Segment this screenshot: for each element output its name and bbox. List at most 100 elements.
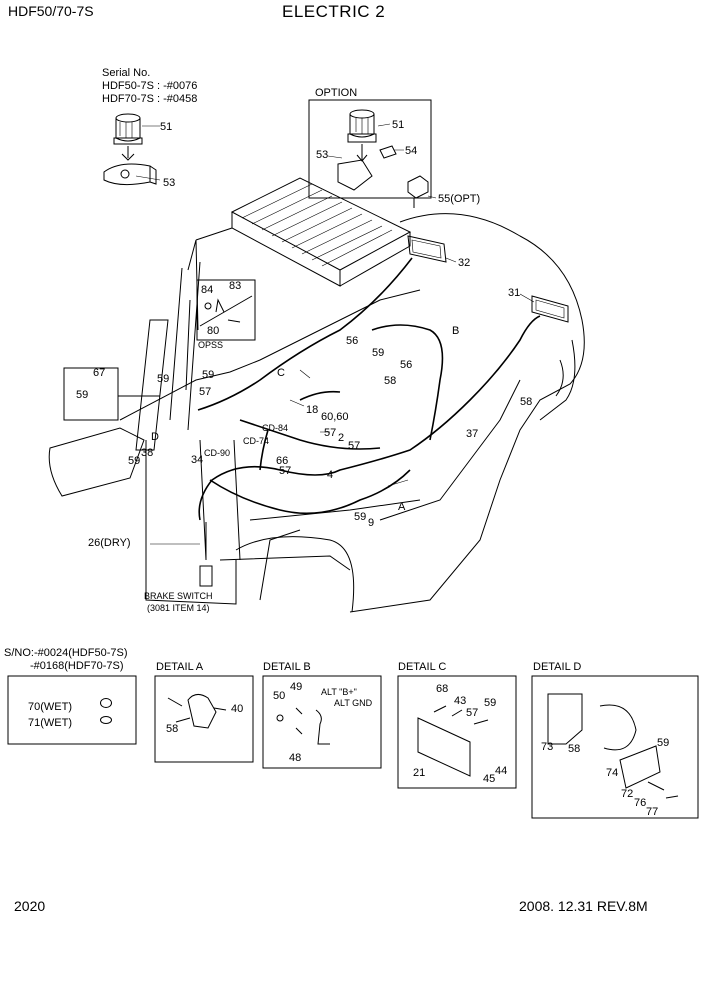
callout-cd84: CD-84 [262,423,289,433]
detail-b-alt-gnd: ALT GND [334,698,373,708]
callout-80: 80 [207,325,220,337]
leader-lines [135,123,535,545]
detail-c-68: 68 [436,683,449,695]
wiring-harness [197,257,541,587]
detail-c-45: 45 [483,773,496,785]
page-number: 2020 [14,898,46,914]
callout-84: 84 [201,284,214,296]
detail-b-part-icon [276,707,330,745]
model-label: HDF50/70-7S [8,3,94,19]
detail-a-58: 58 [166,723,179,735]
callout-66: 66 [276,455,289,467]
detail-c-part-icon [417,705,489,777]
callout-34: 34 [191,454,204,466]
detail-d-58: 58 [568,743,581,755]
sno-item-70: 70(WET) [28,701,72,713]
callout-26: 26(DRY) [88,537,131,549]
detail-a-part-icon [167,694,227,729]
detail-d-77: 77 [646,806,659,818]
date-revision: 2008. 12.31 REV.8M [519,898,648,914]
callout-56b: 56 [400,359,413,371]
beacon-option-icon [308,99,432,199]
serial-line-2: HDF70-7S : -#0458 [102,93,198,105]
detail-b-alt-b: ALT "B+" [321,687,357,697]
callout-59c: 59 [157,373,170,385]
callout-32: 32 [458,257,471,269]
callout-59a: 59 [372,347,385,359]
sno-item-71: 71(WET) [28,717,72,729]
callout-38: 38 [141,447,154,459]
detail-d-73: 73 [541,741,554,753]
sno-line-1: S/NO:-#0024(HDF50-7S) [4,647,128,659]
callout-18: 18 [306,404,319,416]
detail-c-57: 57 [466,707,479,719]
detail-d-76: 76 [634,797,647,809]
detail-b-50: 50 [273,690,286,702]
callout-cd90: CD-90 [204,448,231,458]
callout-57c: 57 [348,440,361,452]
washer-icon [100,698,112,708]
callout-59f: 59 [354,511,367,523]
detail-b-49: 49 [290,681,303,693]
callout-D: D [151,431,159,443]
detail-c-44: 44 [495,765,508,777]
callout-83: 83 [229,280,242,292]
callout-56a: 56 [346,335,359,347]
washer-icon [100,716,112,724]
opss-inset [196,279,256,341]
detail-boxes [7,675,699,819]
callout-59b: 59 [76,389,89,401]
serial-line-1: HDF50-7S : -#0076 [102,80,198,92]
callout-2: 2 [338,432,345,444]
callout-31: 31 [508,287,521,299]
truck-body-outline [119,213,585,613]
detail-b-48: 48 [289,752,302,764]
detail-d-title: DETAIL D [533,661,582,673]
detail-a-40: 40 [231,703,244,715]
callout-37: 37 [466,428,479,440]
detail-c-21: 21 [413,767,426,779]
seat-and-bracket [48,319,169,497]
callout-51a: 51 [160,121,173,133]
beacon-lamp-icon [103,113,157,186]
detail-c-59: 59 [484,697,497,709]
callout-58a: 58 [384,375,397,387]
sensor-55-icon [407,175,429,208]
option-label: OPTION [315,87,358,99]
overhead-guard [169,177,412,431]
detail-a-title: DETAIL A [156,661,204,673]
detail-d-72: 72 [621,788,634,800]
detail-b-title: DETAIL B [263,661,311,673]
serial-label: Serial No. [102,67,151,79]
detail-d-74: 74 [606,767,619,779]
callout-54: 54 [405,145,418,157]
callout-4: 4 [327,469,334,481]
callout-57d: 57 [279,465,292,477]
brake-switch-ref: (3081 ITEM 14) [147,603,210,613]
callout-C: C [277,367,285,379]
detail-d-part-icon [547,693,679,799]
rear-lamp-icon [407,235,569,323]
detail-c-title: DETAIL C [398,661,447,673]
callout-57a: 57 [199,386,212,398]
callout-9: 9 [368,517,375,529]
callout-55: 55(OPT) [438,193,481,205]
opss-label: OPSS [198,340,224,350]
detail-d-59: 59 [657,737,670,749]
callout-67: 67 [93,367,106,379]
callout-58b: 58 [520,396,533,408]
callout-6060: 60,60 [321,411,349,423]
callout-53a: 53 [163,177,176,189]
callout-57b: 57 [324,427,337,439]
callout-A: A [398,501,406,513]
callout-cd74: CD-74 [243,436,270,446]
page-title: ELECTRIC 2 [282,2,386,21]
callout-53b: 53 [316,149,329,161]
brake-switch-label: BRAKE SWITCH [144,591,213,601]
callout-59e: 59 [128,455,141,467]
callout-B: B [452,325,460,337]
callout-51b: 51 [392,119,405,131]
sno-line-2: -#0168(HDF70-7S) [30,660,124,672]
detail-c-43: 43 [454,695,467,707]
